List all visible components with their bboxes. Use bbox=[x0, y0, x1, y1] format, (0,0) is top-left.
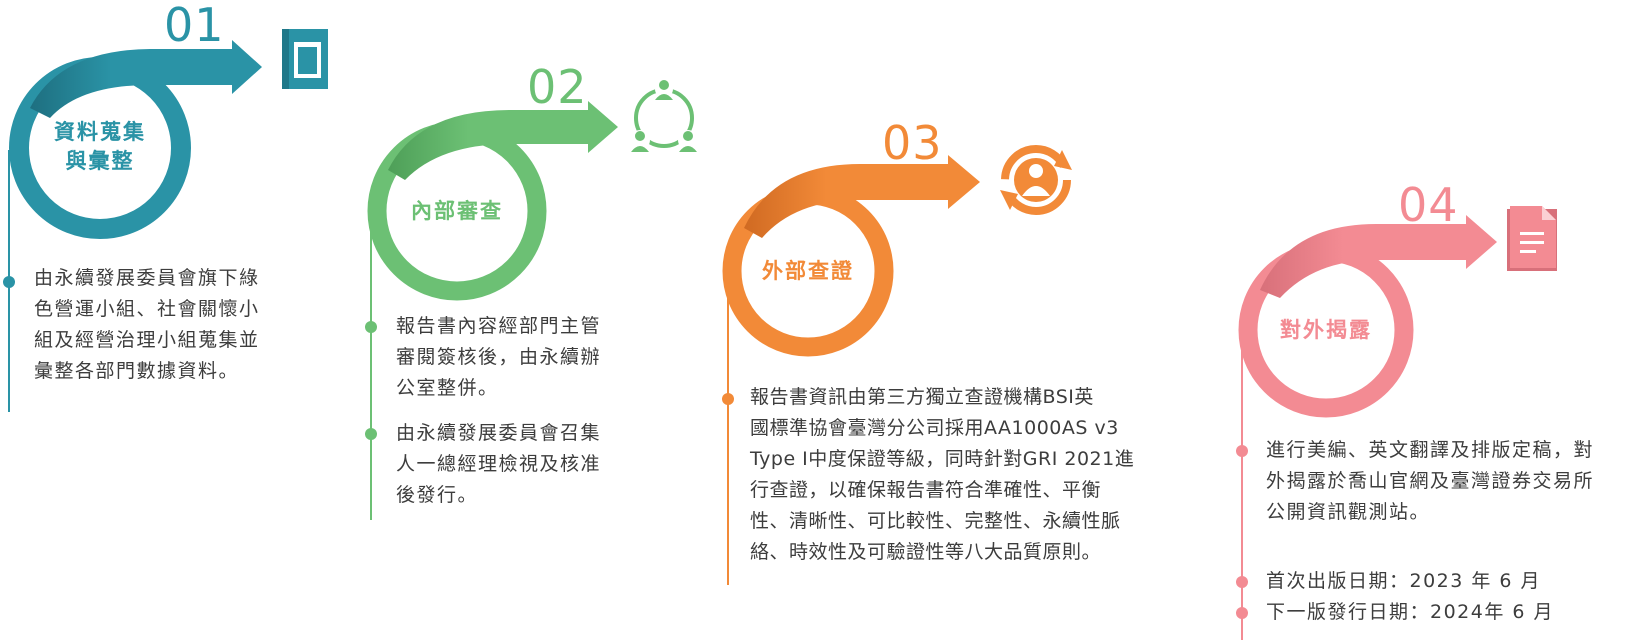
step-3-timeline-line bbox=[727, 265, 729, 585]
step-2-bullet-1 bbox=[365, 321, 377, 333]
step-1-title: 資料蒐集 與彙整 bbox=[30, 118, 170, 176]
step-4-bullet-3 bbox=[1236, 607, 1248, 619]
step-4-number: 04 bbox=[1398, 178, 1459, 232]
step-4-text-line: 下一版發行日期：2024年 6 月 bbox=[1266, 601, 1555, 623]
step-3-arrow bbox=[744, 155, 980, 238]
document-icon bbox=[1507, 206, 1557, 271]
step-3-description: 報告書資訊由第三方獨立查證機構BSI英 國標準協會臺灣分公司採用AA1000AS… bbox=[750, 382, 1134, 568]
step-2-number: 02 bbox=[527, 60, 588, 114]
step-3-graphic bbox=[722, 145, 1072, 585]
step-1-text-line: 色營運小組、社會關懷小 bbox=[34, 298, 260, 320]
step-4-next-publish-date: 下一版發行日期：2024年 6 月 bbox=[1266, 597, 1651, 640]
step-3-number: 03 bbox=[882, 116, 943, 170]
step-2-graphic bbox=[365, 80, 698, 520]
step-2-description-1: 報告書內容經部門主管 審閱簽核後，由永續辦 公室整併。 bbox=[396, 311, 601, 404]
step-2-text-line: 人一總經理檢視及核准 bbox=[396, 453, 602, 475]
step-4-title: 對外揭露 bbox=[1256, 316, 1396, 345]
verified-person-icon bbox=[1000, 145, 1072, 215]
step-1-title-line-2: 與彙整 bbox=[65, 149, 135, 173]
step-3-title: 外部查證 bbox=[738, 257, 878, 286]
step-3-text-line: Type I中度保證等級，同時針對GRI 2021進 bbox=[750, 448, 1135, 470]
step-3-text-line: 絡、時效性及可驗證性等八大品質原則。 bbox=[750, 541, 1102, 563]
step-2-title-line-1: 內部審查 bbox=[411, 199, 503, 223]
step-4-timeline-line bbox=[1241, 325, 1243, 640]
step-2-timeline-line bbox=[370, 205, 372, 520]
step-3-title-line-1: 外部查證 bbox=[762, 259, 854, 283]
step-4-text-line: 首次出版日期：2023 年 6 月 bbox=[1266, 570, 1542, 592]
step-3-text-line: 行查證，以確保報告書符合準確性、平衡 bbox=[750, 479, 1102, 501]
step-2-bullet-2 bbox=[365, 428, 377, 440]
step-2-arrow bbox=[388, 101, 618, 180]
step-4-title-line-1: 對外揭露 bbox=[1280, 318, 1372, 342]
step-4-description-1: 進行美編、英文翻譯及排版定稿，對 外揭露於喬山官網及臺灣證券交易所 公開資訊觀測… bbox=[1266, 435, 1651, 528]
step-1-text-line: 彙整各部門數據資料。 bbox=[34, 360, 240, 382]
step-1-text-line: 由永續發展委員會旗下綠 bbox=[34, 267, 260, 289]
step-2-text-line: 後發行。 bbox=[396, 484, 479, 506]
step-4-text-line: 外揭露於喬山官網及臺灣證券交易所 bbox=[1266, 470, 1595, 492]
step-1-bullet-1 bbox=[3, 276, 15, 288]
step-2-text-line: 報告書內容經部門主管 bbox=[396, 315, 602, 337]
step-4-bullet-2 bbox=[1236, 576, 1248, 588]
book-icon bbox=[282, 29, 328, 89]
step-2-text-line: 由永續發展委員會召集 bbox=[396, 422, 602, 444]
step-3-text-line: 性、清晰性、可比較性、完整性、永續性脈 bbox=[750, 510, 1121, 532]
step-2-text-line: 審閱簽核後，由永續辦 bbox=[396, 346, 602, 368]
step-4-first-publish-date: 首次出版日期：2023 年 6 月 bbox=[1266, 566, 1651, 597]
step-4-graphic bbox=[1236, 206, 1557, 640]
step-1-title-line-1: 資料蒐集 bbox=[54, 120, 146, 144]
step-4-text-line: 公開資訊觀測站。 bbox=[1266, 501, 1431, 523]
step-2-description-2: 由永續發展委員會召集 人一總經理檢視及核准 後發行。 bbox=[396, 418, 601, 511]
step-2-text-line: 公室整併。 bbox=[396, 377, 499, 399]
step-1-arrow bbox=[30, 40, 262, 118]
step-1-number: 01 bbox=[164, 0, 225, 52]
step-3-bullet-1 bbox=[722, 393, 734, 405]
step-3-text-line: 國標準協會臺灣分公司採用AA1000AS v3 bbox=[750, 417, 1119, 439]
people-cycle-icon bbox=[630, 80, 698, 152]
step-2-title: 內部審查 bbox=[387, 197, 527, 226]
step-1-description: 由永續發展委員會旗下綠 色營運小組、社會關懷小 組及經營治理小組蒐集並 彙整各部… bbox=[34, 263, 260, 387]
step-1-graphic bbox=[3, 29, 328, 412]
step-4-bullet-1 bbox=[1236, 445, 1248, 457]
step-4-arrow bbox=[1260, 215, 1497, 298]
step-1-text-line: 組及經營治理小組蒐集並 bbox=[34, 329, 260, 351]
step-4-text-line: 進行美編、英文翻譯及排版定稿，對 bbox=[1266, 439, 1595, 461]
step-3-text-line: 報告書資訊由第三方獨立查證機構BSI英 bbox=[750, 386, 1094, 408]
